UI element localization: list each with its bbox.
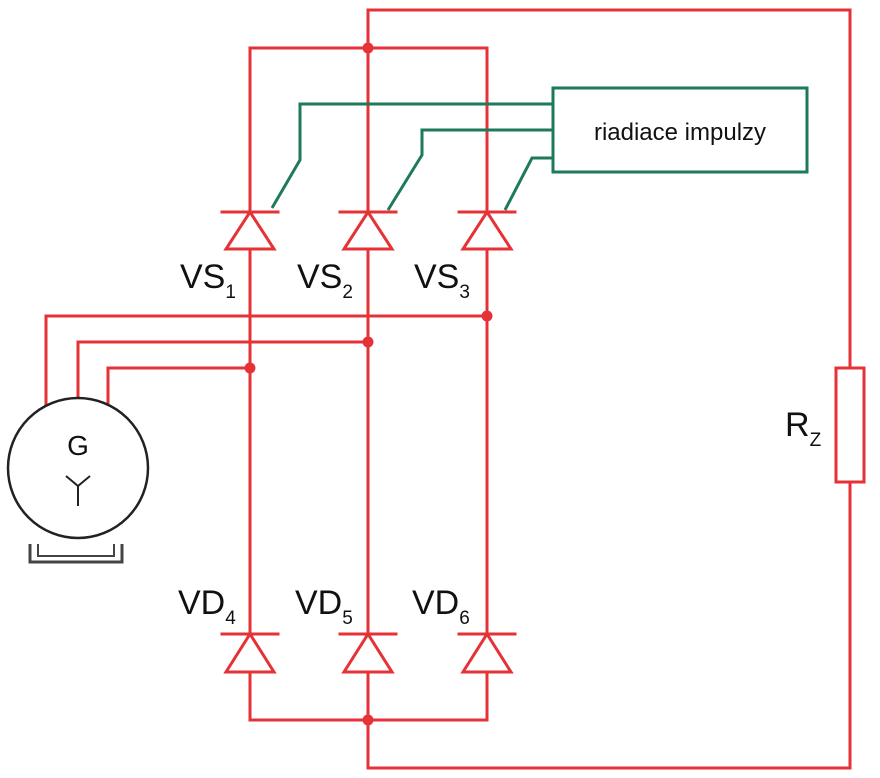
phase-wire-c xyxy=(106,366,252,420)
thyristor-triangle xyxy=(341,209,395,251)
star-connection-icon xyxy=(65,475,91,506)
generator-base-inner xyxy=(37,544,115,557)
junction-dot xyxy=(362,714,374,726)
junction-dot xyxy=(362,336,374,348)
generator-circle xyxy=(6,396,150,540)
power-wires xyxy=(44,8,852,770)
diode-triangle xyxy=(223,631,277,674)
thyristor-vs2 xyxy=(338,209,398,251)
load-resistor xyxy=(834,366,866,484)
junction-dot xyxy=(362,42,374,54)
generator-base xyxy=(28,544,124,564)
thyristor-vs3 xyxy=(457,209,517,251)
label-vd6: VD6 xyxy=(412,584,470,629)
label-vs2: VS2 xyxy=(297,258,353,303)
junction-dot xyxy=(244,362,256,374)
load-loop-wire xyxy=(366,8,852,370)
label-vd5: VD5 xyxy=(295,584,353,629)
diode-triangle xyxy=(460,631,514,674)
gate-wire-2 xyxy=(386,128,553,211)
gate-wire-1 xyxy=(270,102,553,209)
label-rz: RZ xyxy=(785,406,822,451)
generator-letter: G xyxy=(67,430,89,461)
junctions xyxy=(244,42,493,726)
thyristor-vs1 xyxy=(220,209,280,251)
phase-wire-a xyxy=(44,314,489,417)
diode-triangle xyxy=(341,631,395,674)
thyristor-triangle xyxy=(223,209,277,251)
label-vd4: VD4 xyxy=(178,584,236,629)
junction-dot xyxy=(481,310,493,322)
control-box-label: riadiace impulzy xyxy=(594,119,766,146)
gate-wire-3 xyxy=(503,156,553,211)
diode-vd5 xyxy=(338,631,398,674)
diode-vd6 xyxy=(457,631,517,674)
label-vs1: VS1 xyxy=(180,258,236,303)
control-section: riadiace impulzy xyxy=(270,86,809,211)
thyristor-triangle xyxy=(460,209,514,251)
phase-wire-b xyxy=(76,340,370,412)
load-return-wire xyxy=(366,480,852,770)
generator: G xyxy=(6,396,150,564)
diode-vd4 xyxy=(220,631,280,674)
label-vs3: VS3 xyxy=(414,258,470,303)
